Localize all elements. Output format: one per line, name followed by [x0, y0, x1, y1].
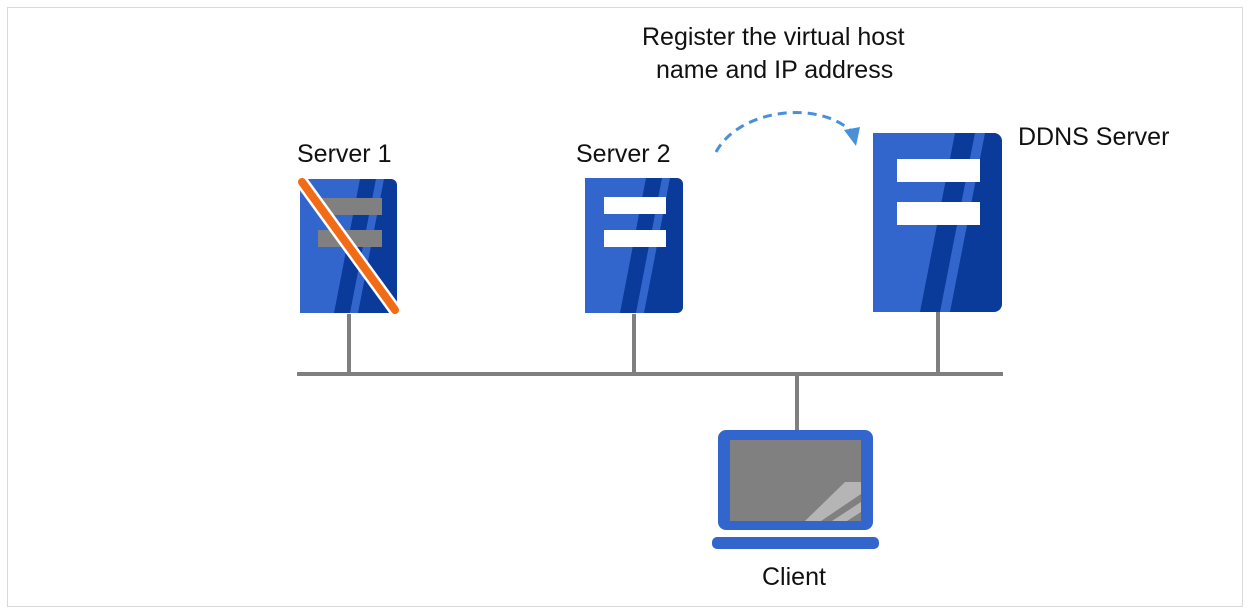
server1-icon: [295, 175, 402, 317]
server2-label: Server 2: [576, 140, 671, 168]
ddns-server-label: DDNS Server: [1018, 123, 1170, 151]
server1-label: Server 1: [297, 140, 392, 168]
client-label: Client: [762, 563, 826, 591]
client-laptop-icon: [712, 430, 879, 549]
annotation-line2: name and IP address: [656, 56, 894, 84]
network-lines: [297, 312, 1003, 430]
annotation-line1: Register the virtual host: [642, 23, 905, 51]
ddns-server-icon: [873, 133, 1002, 312]
diagram-frame: [7, 7, 1243, 607]
server2-icon: [585, 178, 683, 313]
registration-arrow: [714, 111, 860, 153]
